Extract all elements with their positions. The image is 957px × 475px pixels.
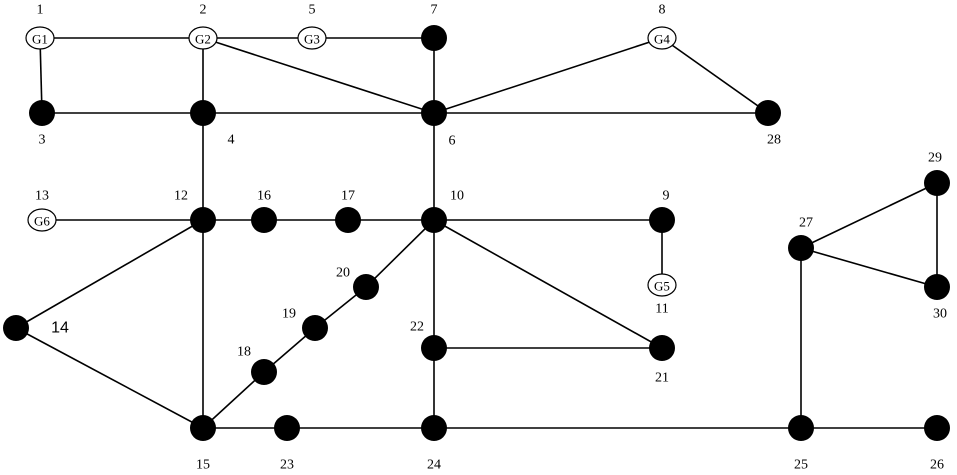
bus-node-14 bbox=[3, 315, 29, 341]
bus-node-17 bbox=[335, 207, 361, 233]
node-number-22: 22 bbox=[410, 320, 424, 335]
bus-node-18 bbox=[251, 359, 277, 385]
node-number-26: 26 bbox=[930, 458, 944, 473]
node-number-28: 28 bbox=[767, 133, 781, 148]
node-number-1: 1 bbox=[37, 3, 44, 18]
bus-node-24 bbox=[421, 415, 447, 441]
bus-node-29 bbox=[924, 170, 950, 196]
generator-label-11: G5 bbox=[654, 279, 670, 294]
edge-6-8 bbox=[433, 37, 663, 114]
generator-node-2 bbox=[188, 26, 218, 50]
edge-12-14 bbox=[15, 219, 204, 329]
node-number-11: 11 bbox=[655, 302, 668, 317]
edge-10-20 bbox=[365, 219, 435, 288]
node-number-20: 20 bbox=[336, 266, 350, 281]
node-number-6: 6 bbox=[449, 134, 456, 149]
node-number-12: 12 bbox=[174, 189, 188, 204]
node-number-21: 21 bbox=[655, 371, 669, 386]
node-number-29: 29 bbox=[928, 151, 942, 166]
node-number-23: 23 bbox=[280, 458, 294, 473]
bus-node-28 bbox=[755, 100, 781, 126]
bus-node-6 bbox=[421, 100, 447, 126]
generator-node-13 bbox=[27, 208, 57, 232]
node-number-25: 25 bbox=[794, 458, 808, 473]
node-number-19: 19 bbox=[282, 307, 296, 322]
node-number-8: 8 bbox=[659, 3, 666, 18]
edge-10-21 bbox=[433, 219, 663, 349]
node-number-24: 24 bbox=[427, 458, 441, 473]
generator-node-5 bbox=[297, 26, 327, 50]
generator-node-8 bbox=[647, 26, 677, 50]
bus-node-15 bbox=[190, 415, 216, 441]
node-number-2: 2 bbox=[200, 3, 207, 18]
node-number-15: 15 bbox=[196, 458, 210, 473]
bus-node-22 bbox=[421, 335, 447, 361]
generator-label-13: G6 bbox=[34, 214, 50, 229]
generator-label-1: G1 bbox=[32, 32, 48, 47]
bus-node-16 bbox=[251, 207, 277, 233]
bus-node-19 bbox=[302, 315, 328, 341]
bus-node-23 bbox=[274, 415, 300, 441]
node-number-4: 4 bbox=[228, 133, 235, 148]
edge-14-15 bbox=[15, 327, 204, 429]
edge-27-30 bbox=[800, 247, 938, 288]
bus-node-20 bbox=[353, 274, 379, 300]
bus-node-7 bbox=[421, 25, 447, 51]
node-number-5: 5 bbox=[309, 3, 316, 18]
bus-node-9 bbox=[649, 207, 675, 233]
edge-2-6 bbox=[202, 37, 435, 114]
generator-node-11 bbox=[647, 273, 677, 297]
edge-8-28 bbox=[661, 37, 769, 114]
node-number-10: 10 bbox=[450, 189, 464, 204]
bus-node-25 bbox=[788, 415, 814, 441]
bus-node-4 bbox=[190, 100, 216, 126]
node-number-30: 30 bbox=[933, 307, 947, 322]
bus-node-21 bbox=[649, 335, 675, 361]
node-number-16: 16 bbox=[257, 189, 271, 204]
node-number-9: 9 bbox=[663, 189, 670, 204]
generator-label-8: G4 bbox=[654, 32, 670, 47]
node-number-14: 14 bbox=[51, 320, 69, 337]
node-number-17: 17 bbox=[341, 189, 355, 204]
node-number-3: 3 bbox=[39, 133, 46, 148]
bus-node-27 bbox=[788, 235, 814, 261]
generator-label-2: G2 bbox=[195, 32, 211, 47]
edge-27-29 bbox=[800, 182, 938, 249]
generator-node-1 bbox=[25, 26, 55, 50]
edge-15-18 bbox=[202, 371, 265, 429]
bus-node-3 bbox=[29, 100, 55, 126]
edges bbox=[15, 37, 938, 429]
node-number-18: 18 bbox=[237, 345, 251, 360]
generator-label-5: G3 bbox=[304, 32, 320, 47]
node-number-13: 13 bbox=[35, 189, 49, 204]
bus-node-12 bbox=[190, 207, 216, 233]
bus-node-30 bbox=[924, 274, 950, 300]
bus-node-26 bbox=[924, 415, 950, 441]
bus-node-10 bbox=[421, 207, 447, 233]
node-number-7: 7 bbox=[431, 3, 438, 18]
node-number-27: 27 bbox=[799, 216, 813, 231]
